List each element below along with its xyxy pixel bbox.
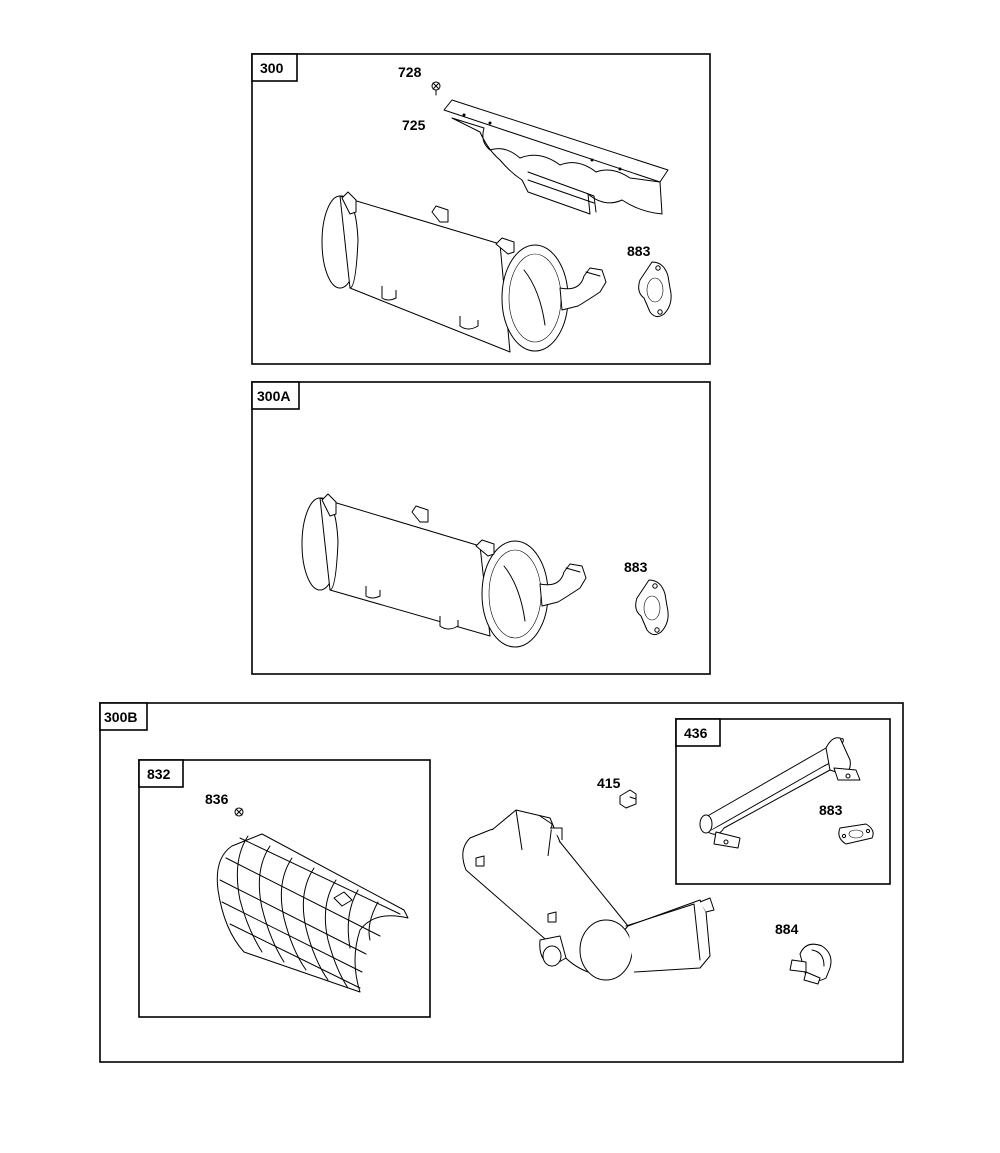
callout-883-436: 883 <box>819 802 843 818</box>
callout-836: 836 <box>205 791 229 807</box>
subgroup-832: 832 836 <box>138 759 431 1018</box>
heat-shield-725-icon <box>443 99 669 215</box>
callout-728: 728 <box>398 64 422 80</box>
callout-884: 884 <box>775 921 799 937</box>
group-300-tag: 300 <box>260 60 284 76</box>
exhaust-pipe-436-icon <box>699 737 861 849</box>
subgroup-832-tag-box <box>138 759 184 788</box>
screw-728-icon <box>431 81 441 96</box>
subgroup-832-tag: 832 <box>147 766 171 782</box>
callout-725: 725 <box>402 117 426 133</box>
screw-836-icon <box>234 807 244 817</box>
gasket-883-icon <box>638 261 672 318</box>
subgroup-436: 436 883 <box>675 718 891 885</box>
subgroup-832-frame <box>138 759 431 1018</box>
gasket-883-436-icon <box>838 823 874 845</box>
group-300b-tag: 300B <box>104 709 137 725</box>
group-300-frame <box>251 53 711 365</box>
group-300a-tag: 300A <box>257 388 290 404</box>
bolt-415-icon <box>619 789 637 809</box>
group-300b-tag-box <box>99 702 148 731</box>
group-300: 300 728 725 <box>251 53 711 365</box>
muffler-icon <box>321 191 607 353</box>
subgroup-436-frame <box>675 718 891 885</box>
subgroup-436-tag-box <box>675 718 721 747</box>
spark-arrestor-screen-icon <box>216 833 409 993</box>
group-300-tag-box <box>251 53 298 82</box>
gasket-883-300a-icon <box>635 579 669 636</box>
group-300b-frame <box>99 702 904 1063</box>
clamp-884-icon <box>789 943 832 985</box>
subgroup-436-tag: 436 <box>684 725 708 741</box>
group-300a: 300A 883 <box>251 381 711 675</box>
group-300a-tag-box <box>251 381 300 410</box>
callout-883-300a: 883 <box>624 559 648 575</box>
callout-415: 415 <box>597 775 621 791</box>
callout-883: 883 <box>627 243 651 259</box>
muffler-300a-icon <box>301 493 587 648</box>
muffler-300b-icon <box>462 809 715 981</box>
group-300a-frame <box>251 381 711 675</box>
group-300b: 300B 832 836 <box>99 702 904 1063</box>
